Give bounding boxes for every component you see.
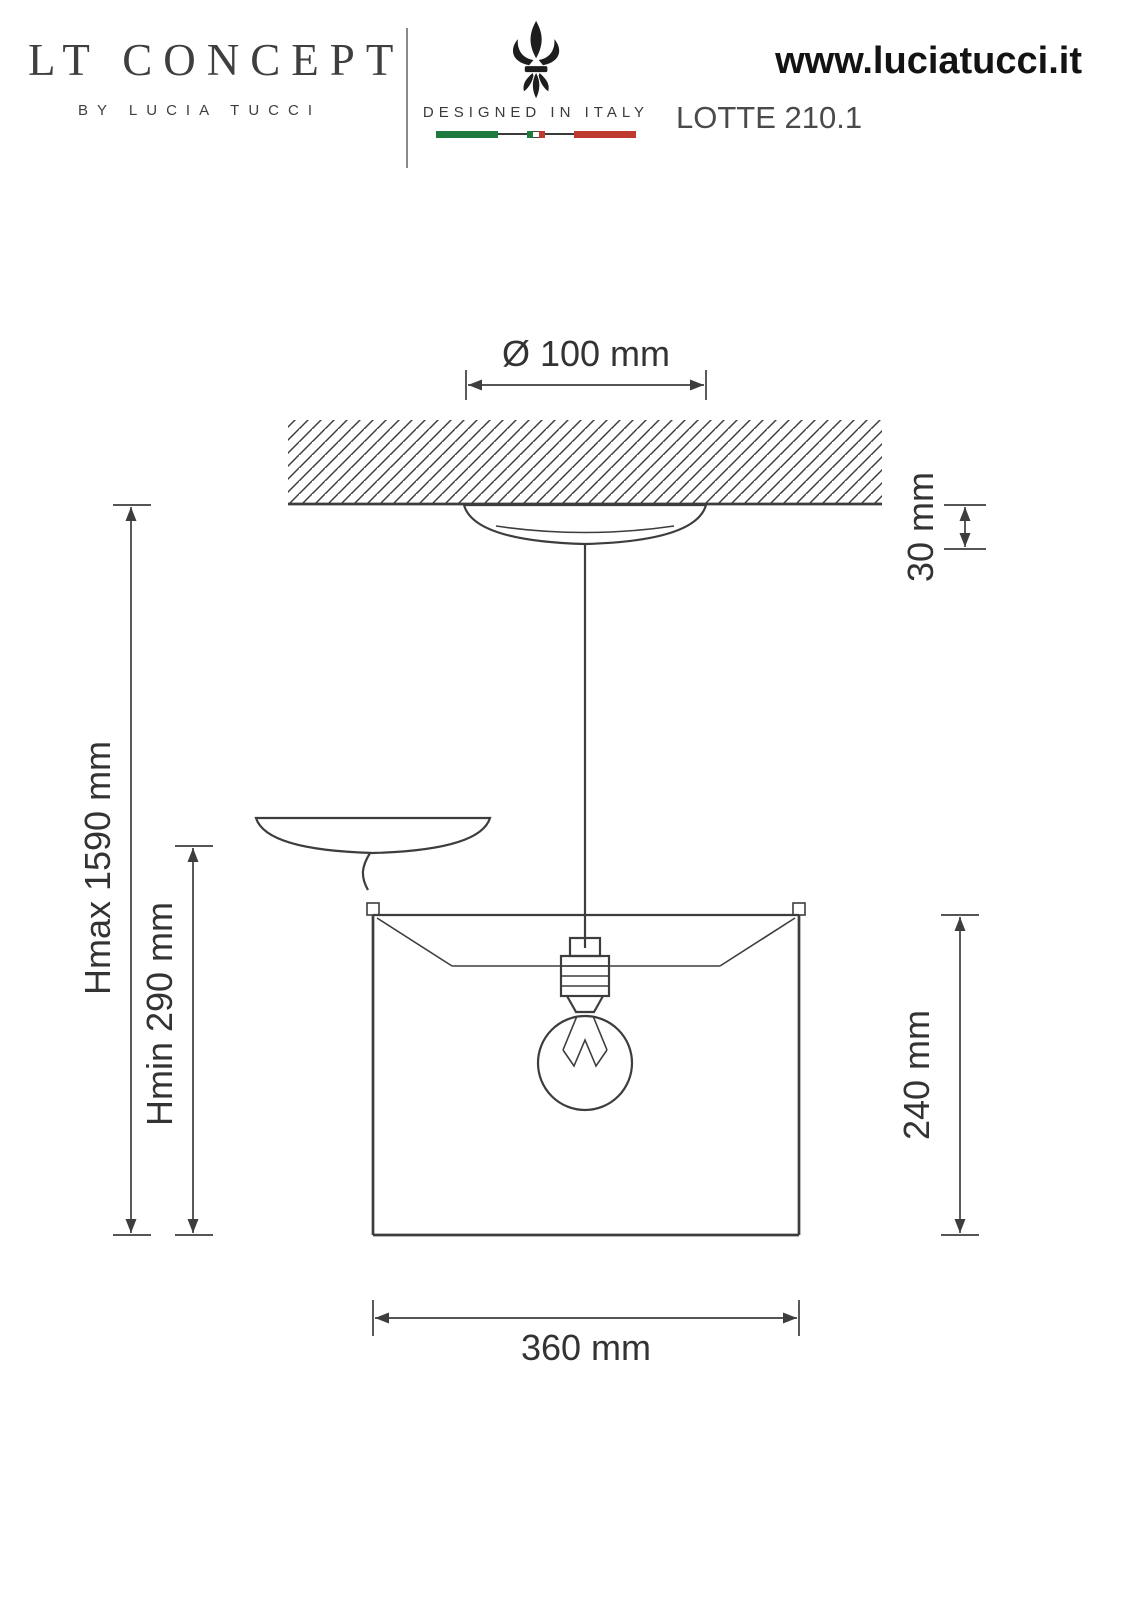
dim-height-max-label: Hmax 1590 mm <box>77 741 118 995</box>
flag-mini-tricolor <box>527 130 545 138</box>
fleur-de-lis-icon <box>512 20 560 99</box>
lamp-socket <box>559 936 611 1014</box>
dim-canopy-height: 30 mm <box>900 472 986 582</box>
mid-canopy <box>254 816 492 891</box>
header-right: www.luciatucci.it LOTTE 210.1 <box>676 40 1094 136</box>
dim-height-min-label: Hmin 290 mm <box>139 902 180 1126</box>
flag-green-segment <box>436 130 498 138</box>
flag-rule-left <box>498 133 527 135</box>
flag-red-segment <box>574 130 636 138</box>
dim-canopy-height-label: 30 mm <box>900 472 941 582</box>
brand-title: LT CONCEPT <box>28 35 405 85</box>
dim-shade-height-label: 240 mm <box>896 1010 937 1140</box>
italy-flag-bar <box>436 130 636 138</box>
dim-canopy-diameter: Ø 100 mm <box>465 333 707 400</box>
brand-block: LT CONCEPT BY LUCIA TUCCI <box>28 34 404 119</box>
dim-shade-height: 240 mm <box>896 914 979 1236</box>
designed-in-italy-label: DESIGNED IN ITALY <box>422 104 650 121</box>
light-bulb <box>536 1014 634 1112</box>
dim-canopy-diameter-label: Ø 100 mm <box>502 333 670 374</box>
model-number: LOTTE 210.1 <box>676 100 863 135</box>
website-url: www.luciatucci.it <box>775 40 1082 82</box>
lampshade <box>366 902 806 1237</box>
ceiling-canopy <box>462 503 708 546</box>
dim-height-min: Hmin 290 mm <box>139 845 213 1236</box>
brand-subtitle: BY LUCIA TUCCI <box>78 102 321 119</box>
flag-rule-right <box>545 133 574 135</box>
header-divider <box>406 28 408 168</box>
dim-shade-width-label: 360 mm <box>521 1327 651 1368</box>
designed-in-italy-block: DESIGNED IN ITALY <box>418 20 654 138</box>
dim-height-max: Hmax 1590 mm <box>77 504 151 1236</box>
dim-shade-width: 360 mm <box>372 1300 800 1368</box>
ceiling <box>288 420 882 506</box>
